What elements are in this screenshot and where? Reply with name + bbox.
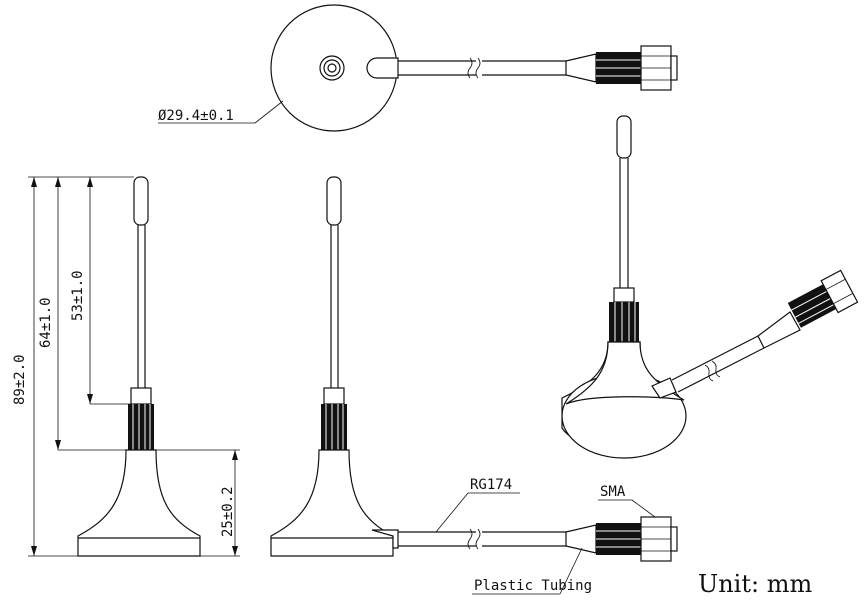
cable-label: RG174	[470, 477, 512, 493]
unit-label: Unit: mm	[698, 570, 812, 598]
tubing-label: Plastic Tubing	[474, 578, 592, 594]
diameter-label: Ø29.4±0.1	[158, 108, 234, 124]
dim-antenna-64: 64±1.0	[38, 297, 54, 348]
top-view: Ø29.4±0.1	[158, 4, 678, 132]
dim-total-height: 89±2.0	[12, 354, 28, 405]
connector-label: SMA	[600, 484, 626, 500]
dim-base-height: 25±0.2	[220, 486, 236, 537]
dim-antenna-53: 53±1.0	[70, 270, 86, 321]
side-view-cable: RG174 SMA Plastic Tubing	[270, 176, 678, 595]
isometric-view	[561, 115, 859, 459]
side-view-dimensioned: 89±2.0 64±1.0 53±1.0 25±0.2	[12, 176, 240, 557]
